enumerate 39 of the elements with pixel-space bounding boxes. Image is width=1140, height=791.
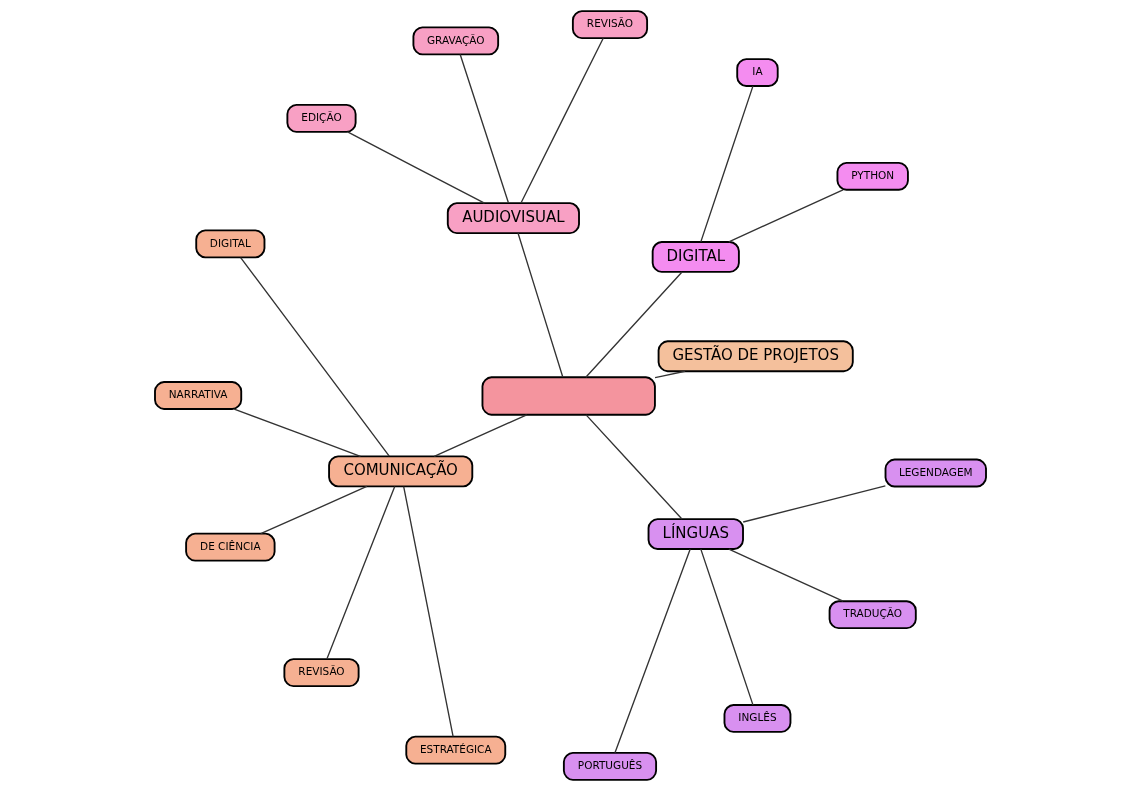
node-box: DIGITAL: [194, 229, 265, 259]
node-box: NARRATIVA: [153, 381, 242, 410]
node-box: TRADUÇÃO: [828, 600, 917, 630]
connector: [742, 485, 886, 523]
connector: [653, 370, 686, 379]
connector: [584, 271, 683, 378]
connector: [239, 256, 390, 457]
node-box: REVISÃO: [282, 658, 360, 688]
connector: [519, 37, 604, 204]
node-box: DE CIÊNCIA: [184, 532, 276, 562]
connector: [259, 485, 367, 535]
connector: [613, 548, 691, 754]
connector: [727, 548, 844, 602]
node-box: PORTUGUÊS: [562, 751, 657, 781]
node-box: LEGENDAGEM: [884, 458, 987, 488]
connector: [325, 485, 395, 660]
connector: [699, 85, 754, 243]
connector: [346, 131, 485, 204]
node-box: DIGITAL: [651, 241, 740, 273]
connector: [459, 53, 509, 204]
node-box: PYTHON: [836, 161, 909, 191]
connector: [233, 408, 361, 457]
connector: [402, 485, 454, 738]
node-box: GRAVAÇÃO: [411, 26, 499, 56]
node-box: [481, 376, 656, 416]
node-box: EDIÇÃO: [285, 103, 357, 133]
connector: [516, 232, 563, 378]
node-box: LÍNGUAS: [647, 518, 744, 550]
node-box: AUDIOVISUAL: [446, 202, 580, 235]
connector: [584, 414, 683, 520]
node-box: ESTRATÉGICA: [404, 735, 506, 765]
node-box: REVISÃO: [571, 10, 648, 40]
connector: [699, 548, 754, 706]
node-box: IA: [735, 58, 779, 87]
node-box: COMUNICAÇÃO: [327, 455, 473, 488]
node-box: INGLÊS: [723, 704, 791, 733]
connector: [727, 189, 844, 243]
connector: [433, 414, 527, 457]
node-box: GESTÃO DE PROJETOS: [657, 340, 854, 373]
